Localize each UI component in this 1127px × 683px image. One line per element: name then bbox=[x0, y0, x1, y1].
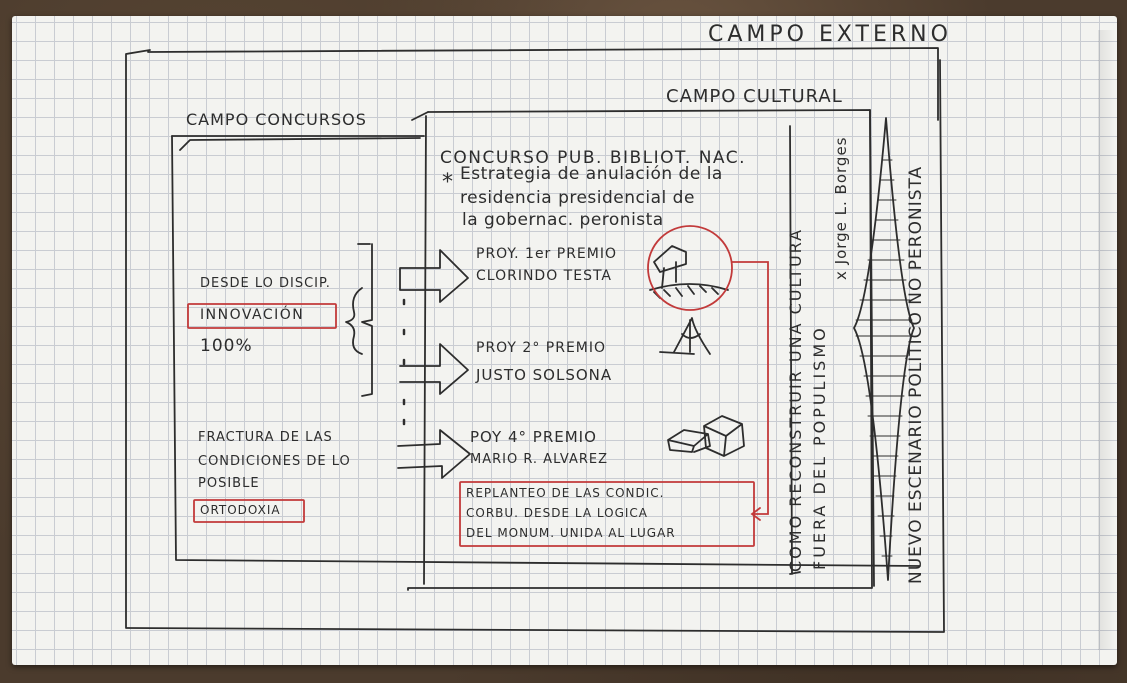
competitions-field-title: CAMPO CONCURSOS bbox=[186, 110, 367, 129]
sketch-testa-building bbox=[649, 245, 729, 299]
fracture-line-3: POSIBLE bbox=[198, 476, 260, 491]
fracture-line-1: FRACTURA DE LAS bbox=[198, 430, 333, 445]
replanteo-line-3: DEL MONUM. UNIDA AL LUGAR bbox=[466, 526, 676, 540]
cultural-field-frame bbox=[407, 109, 873, 591]
project-3-line-1: POY 4° PREMIO bbox=[470, 428, 597, 446]
project-1-line-1: PROY. 1er PREMIO bbox=[476, 246, 618, 262]
orthodoxy-box bbox=[193, 499, 305, 523]
sketch-alvarez-boxes bbox=[667, 415, 745, 457]
sketch-solsona-tent bbox=[659, 317, 711, 355]
orthodoxy-label: ORTODOXIA bbox=[200, 503, 281, 517]
cultural-vertical-divider bbox=[789, 125, 793, 575]
asterisk: * bbox=[442, 170, 454, 195]
percent-label: 100% bbox=[200, 336, 253, 356]
project-1-line-2: CLORINDO TESTA bbox=[476, 268, 613, 284]
strategy-line-3: la gobernac. peronista bbox=[462, 210, 664, 230]
cultural-field-left-line bbox=[423, 115, 427, 585]
arrow-second-prize bbox=[399, 343, 469, 395]
project-2-line-2: JUSTO SOLSONA bbox=[476, 366, 613, 384]
replanteo-line-2: CORBU. DESDE LA LOGICA bbox=[466, 506, 648, 520]
arrow-first-prize bbox=[399, 249, 469, 303]
external-field-title: CAMPO EXTERNO bbox=[708, 22, 952, 47]
vertical-text-culture: COMO RECONSTRUIR UNA CULTURA bbox=[786, 227, 805, 572]
competitions-field-frame bbox=[171, 135, 921, 567]
spindle-shape bbox=[853, 117, 915, 581]
paper-edge-shadow bbox=[1098, 30, 1116, 650]
spindle-hatching bbox=[855, 159, 913, 557]
strategy-line-1: Estrategia de anulación de la bbox=[460, 164, 723, 184]
cultural-field-top-extension bbox=[411, 111, 429, 121]
arrow-fourth-prize bbox=[397, 429, 471, 479]
cultural-field-title: CAMPO CULTURAL bbox=[666, 86, 843, 107]
project-3-line-2: MARIO R. ALVAREZ bbox=[470, 452, 608, 467]
project-2-line-1: PROY 2° PREMIO bbox=[476, 340, 607, 356]
innovation-brace-upper bbox=[357, 243, 373, 397]
replanteo-line-1: REPLANTEO DE LAS CONDIC. bbox=[466, 486, 665, 500]
vertical-text-borges: x Jorge L. Borges bbox=[832, 136, 850, 281]
curly-brace bbox=[345, 287, 363, 355]
first-prize-circle bbox=[647, 225, 733, 311]
discipline-label: DESDE LO DISCIP. bbox=[200, 276, 331, 291]
external-field-frame bbox=[125, 47, 945, 633]
competition-title: CONCURSO PUB. BIBLIOT. NAC. bbox=[440, 148, 747, 168]
innovation-box bbox=[187, 303, 337, 329]
fracture-line-2: CONDICIONES DE LO bbox=[198, 454, 351, 469]
vertical-text-political: NUEVO ESCENARIO POLÍTICO NO PERONISTA bbox=[906, 165, 926, 584]
innovation-label: INNOVACIÓN bbox=[200, 307, 305, 323]
grid-paper-sheet bbox=[12, 16, 1117, 665]
strategy-line-2: residencia presidencial de bbox=[460, 188, 695, 208]
vertical-text-populism: FUERA DEL POPULISMO bbox=[810, 325, 829, 570]
red-connector bbox=[731, 261, 769, 515]
